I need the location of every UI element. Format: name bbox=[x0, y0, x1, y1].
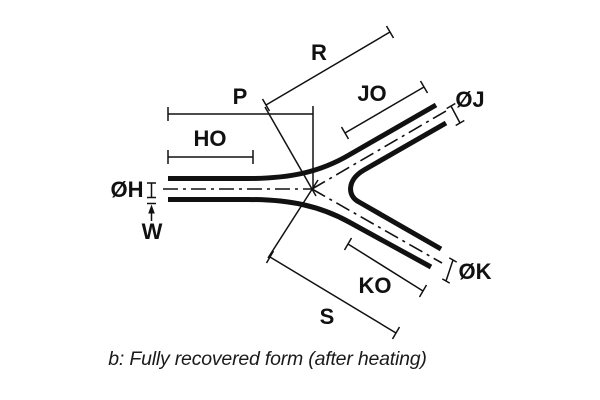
dimension-oj-line bbox=[446, 102, 465, 127]
dimension-w-arrowhead bbox=[148, 204, 155, 214]
dimension-w: W bbox=[142, 202, 163, 244]
dimension-p: P bbox=[167, 84, 314, 189]
dimension-ko: KO bbox=[343, 237, 428, 298]
dimension-ho: HO bbox=[167, 126, 254, 164]
centerline-upper-branch bbox=[311, 110, 447, 190]
dimension-s-line bbox=[265, 250, 401, 340]
dimension-ho-line bbox=[167, 150, 254, 164]
dimension-w-label: W bbox=[142, 219, 163, 244]
dimension-ko-line bbox=[343, 237, 428, 298]
figure-caption: b: Fully recovered form (after heating) bbox=[108, 348, 427, 370]
dimension-r-extension bbox=[264, 106, 317, 197]
dimension-p-label: P bbox=[233, 84, 248, 109]
dimension-jo-label: JO bbox=[357, 81, 386, 106]
dimension-oh-label: ØH bbox=[111, 177, 144, 202]
tube-crotch-wall bbox=[348, 120, 448, 252]
dimension-s: S bbox=[265, 179, 401, 340]
dimension-oj-label: ØJ bbox=[455, 87, 484, 112]
dimension-ho-label: HO bbox=[194, 126, 227, 151]
dimension-jo-line bbox=[340, 80, 429, 140]
dimension-ok-line bbox=[441, 257, 458, 284]
dimension-s-extension bbox=[267, 179, 319, 259]
centerline-lower-branch bbox=[311, 188, 443, 264]
dimension-s-label: S bbox=[320, 304, 335, 329]
dimension-oh-line bbox=[147, 182, 156, 199]
dimension-p-line bbox=[167, 106, 314, 189]
dimension-r-label: R bbox=[311, 40, 327, 65]
dimension-ok-label: ØK bbox=[459, 259, 492, 284]
centerlines bbox=[163, 110, 447, 264]
dimension-oj: ØJ bbox=[446, 87, 485, 127]
dimension-oh: ØH bbox=[111, 177, 156, 202]
dimension-r: R bbox=[261, 25, 395, 197]
dimension-r-line bbox=[261, 25, 395, 112]
dimension-jo: JO bbox=[340, 80, 429, 140]
tube-bottom-wall bbox=[168, 197, 433, 270]
dimension-ko-label: KO bbox=[359, 273, 392, 298]
dimension-ok: ØK bbox=[441, 257, 492, 284]
